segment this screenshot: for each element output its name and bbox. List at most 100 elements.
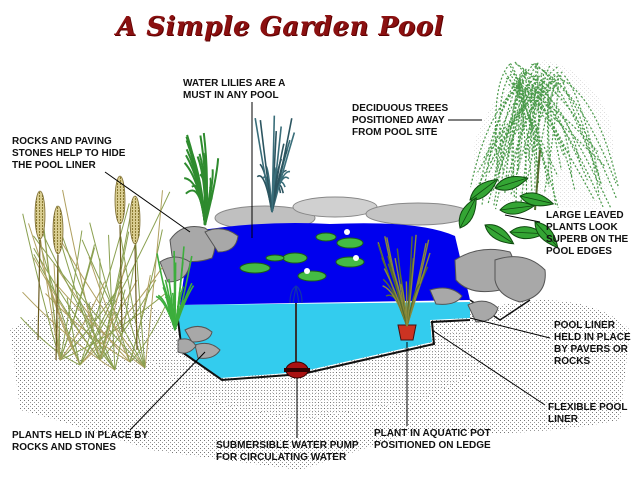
lily-flower [353, 255, 359, 261]
grass-blade [144, 190, 163, 369]
grass-blade [99, 231, 130, 361]
grass-blade [387, 263, 408, 327]
label-line: DECIDUOUS TREES [352, 103, 449, 114]
willow-strand [535, 75, 556, 166]
willow-strand [534, 88, 573, 178]
label-aquatic-pot: PLANT IN AQUATIC POT POSITIONED ON LEDGE [374, 428, 491, 452]
reeds-left [20, 175, 171, 371]
leaf [499, 201, 536, 215]
willow-strand [496, 86, 530, 171]
willow-strand [528, 84, 588, 181]
leaf-blade [519, 192, 555, 207]
label-water-lilies: WATER LILIES ARE A MUST IN ANY POOL [183, 78, 285, 102]
willow-strand [499, 73, 512, 174]
reed-head [34, 190, 46, 240]
willow-strand [511, 75, 533, 151]
willow-strand [504, 72, 523, 194]
grass-blade [39, 232, 61, 361]
lily-pad [282, 252, 308, 264]
leader-line [504, 214, 541, 223]
rocks-left [159, 226, 239, 359]
reed-stem [119, 224, 123, 333]
label-line: ROCKS AND STONES [12, 442, 116, 453]
grass-blade [271, 149, 288, 213]
leaf-vein [509, 231, 543, 235]
label-line: ROCKS [554, 356, 591, 367]
willow-strand [481, 72, 527, 206]
pool-water-section [178, 302, 470, 378]
willow-strand [527, 63, 537, 162]
lily-flowers [304, 229, 359, 274]
label-line: BY PAVERS OR [554, 344, 628, 355]
grass-blade [22, 291, 116, 371]
willow-strand [477, 83, 559, 173]
reed-head [52, 205, 64, 255]
willow-strand [493, 71, 527, 206]
label-line: PLANT IN AQUATIC POT [374, 428, 491, 439]
grass-blade [271, 166, 278, 213]
grass-blade [167, 293, 176, 331]
label-rocks-paving: ROCKS AND PAVING STONES HELP TO HIDE THE… [12, 136, 125, 172]
willow-tree [469, 60, 620, 211]
grass-blue-green [254, 115, 296, 213]
marginal-plant [155, 246, 195, 331]
willow-strand [469, 75, 535, 188]
willow-strand [531, 63, 617, 184]
label-line: SUPERB ON THE [546, 234, 629, 245]
grass-blade [33, 254, 101, 361]
willow-strand [469, 66, 558, 201]
grass-blade [114, 265, 135, 371]
leaf [458, 196, 477, 229]
grass-blade [129, 305, 166, 363]
label-line: STONES HELP TO HIDE [12, 148, 126, 159]
grass-mid [183, 132, 220, 226]
willow-strand [509, 65, 551, 197]
leaf-vein [469, 180, 496, 201]
leaf-vein [459, 199, 476, 229]
lily-pad [315, 232, 337, 242]
label-deciduous-trees: DECIDUOUS TREES POSITIONED AWAY FROM POO… [352, 103, 448, 139]
grass-blade [79, 267, 163, 366]
willow-strand [511, 63, 536, 180]
leader-line [469, 317, 551, 339]
willow-strand [533, 81, 545, 156]
lily-pad [335, 256, 365, 268]
grass-blade [199, 173, 207, 226]
label-line: HELD IN PLACE [554, 332, 631, 343]
lily-pad [239, 262, 271, 274]
reed-head [114, 175, 126, 225]
willow-strand [547, 84, 557, 205]
willow-strand [506, 71, 559, 165]
leaf [469, 178, 499, 201]
label-flexible-liner: FLEXIBLE POOL LINER [548, 402, 627, 426]
reed-stem [55, 254, 59, 361]
leaf-vein [494, 178, 526, 189]
lily-pad [336, 237, 364, 249]
grass-blade [79, 234, 141, 366]
grass-blade [89, 222, 131, 363]
page-title: A Simple Garden Pool [116, 12, 444, 42]
leaf [519, 192, 555, 207]
large-leaved-plant [458, 176, 559, 249]
grass-blade [259, 120, 273, 213]
pot-plant [377, 234, 431, 327]
leaf-vein [534, 221, 557, 247]
label-large-leaved: LARGE LEAVED PLANTS LOOK SUPERB ON THE P… [546, 210, 628, 258]
paving-stone [365, 202, 471, 226]
willow-strand [478, 79, 524, 188]
grass-blade [59, 293, 166, 361]
label-line: POOL LINER [554, 320, 615, 331]
leader-line [104, 171, 191, 233]
willow-strand [559, 75, 601, 177]
willow-strand [510, 82, 553, 186]
grass-blade [79, 191, 171, 366]
grass-blade [20, 316, 81, 366]
label-line: MUST IN ANY POOL [183, 90, 279, 101]
leaf [494, 176, 529, 191]
willow-strand [525, 71, 618, 200]
grass-blade [59, 247, 96, 361]
label-line: FROM POOL SITE [352, 127, 438, 138]
leader-lines [104, 102, 551, 438]
label-line: PLANTS HELD IN PLACE BY [12, 430, 149, 441]
